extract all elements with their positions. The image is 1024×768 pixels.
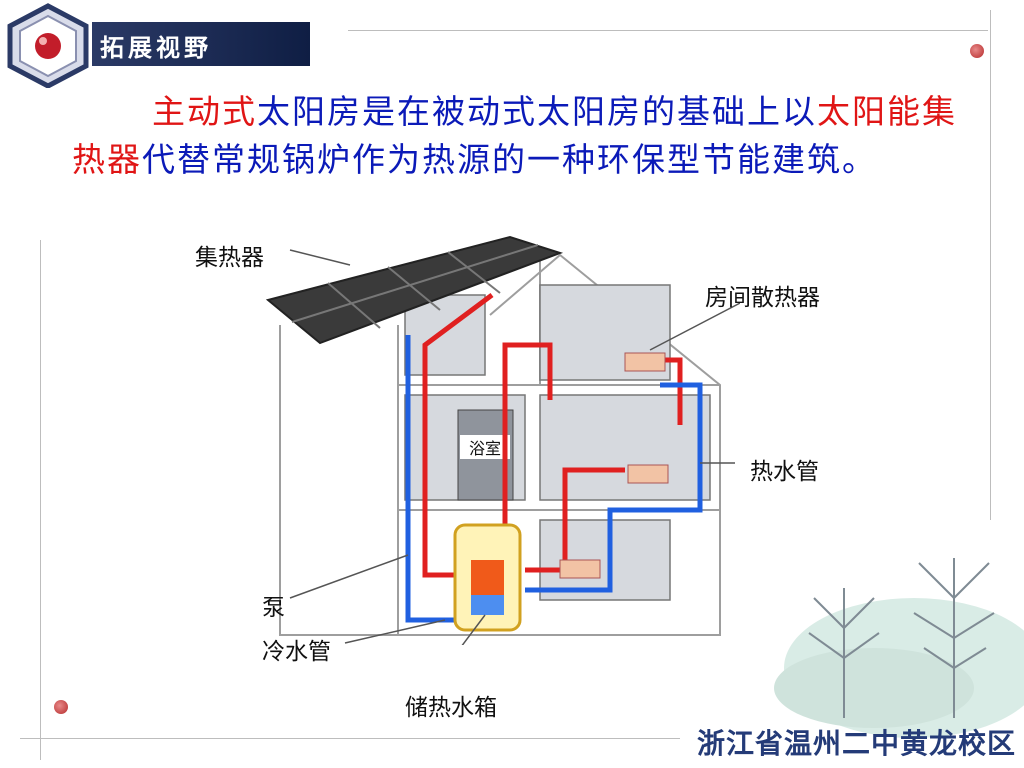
cold-water-pipe-label: 冷水管 (262, 639, 331, 665)
room-radiator-label: 房间散热器 (705, 285, 820, 311)
decorative-trees-image (774, 558, 1024, 738)
collector-label: 集热器 (195, 245, 264, 271)
pump-label: 泵 (262, 595, 285, 621)
hot-water-pipe-label: 热水管 (750, 459, 819, 485)
solar-house-diagram: 浴室 (265, 235, 740, 645)
frame-left-line (40, 240, 41, 760)
frame-bottom-line (20, 738, 680, 739)
room-panels (404, 284, 711, 601)
storage-tank-label: 储热水箱 (405, 695, 497, 721)
decorative-dot-bottom-left (54, 700, 68, 714)
storage-tank-hot (471, 560, 504, 595)
frame-top-line (348, 30, 988, 31)
section-banner: 拓展视野 (92, 22, 310, 66)
radiator-lower (559, 559, 601, 579)
radiator-middle (627, 464, 669, 484)
frame-right-line (990, 10, 991, 520)
storage-tank-cold (471, 595, 504, 615)
term-solar-collector: 太阳能集热器 (72, 92, 957, 179)
intro-paragraph: 主动式太阳房是在被动式太阳房的基础上以太阳能集热器代替常规锅炉作为热源的一种环保… (72, 88, 962, 184)
bathroom-label: 浴室 (469, 439, 501, 458)
solar-collector-panel (265, 235, 564, 345)
banner-title: 拓展视野 (100, 34, 212, 62)
logo-icon (7, 3, 89, 88)
school-name-footer: 浙江省温州二中黄龙校区 (696, 727, 1016, 760)
decorative-dot-top-right (970, 44, 984, 58)
paragraph-text-1: 太阳房是在被动式太阳房的基础上以 (257, 92, 817, 131)
paragraph-text-2: 代替常规锅炉作为热源的一种环保型节能建筑。 (142, 140, 877, 179)
radiator-upper (624, 352, 666, 372)
term-active-type: 主动式 (152, 92, 257, 131)
